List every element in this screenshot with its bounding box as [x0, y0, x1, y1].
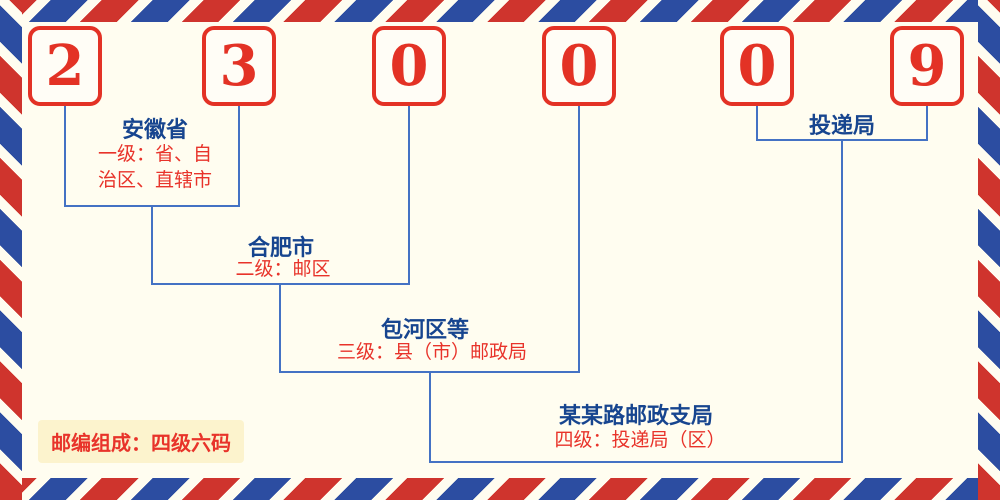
level3-desc: 三级：县（市）邮政局: [336, 342, 528, 363]
envelope-border-bottom: [0, 478, 1000, 500]
envelope-border-top: [0, 0, 1000, 22]
level4-desc: 四级：投递局（区）: [554, 430, 726, 451]
level4-name: 某某路邮政支局: [558, 403, 714, 428]
composition-badge: 邮编组成：四级六码: [38, 420, 244, 463]
digit-box-3: 0: [372, 26, 446, 106]
digit-box-4: 0: [542, 26, 616, 106]
level2-desc: 二级：邮区: [235, 259, 331, 280]
digit-box-6: 9: [890, 26, 964, 106]
level4-connector-line: [429, 140, 843, 463]
delivery-bracket-line: [756, 106, 928, 141]
level1-desc: 一级：省、自 治区、直辖市: [97, 144, 213, 191]
digit-box-5: 0: [720, 26, 794, 106]
envelope-border-left: [0, 0, 22, 500]
digit-box-1: 2: [28, 26, 102, 106]
delivery-bureau-name: 投递局: [808, 113, 876, 138]
level3-name: 包河区等: [380, 317, 470, 342]
level1-name: 安徽省: [121, 117, 189, 142]
envelope-border-right: [978, 0, 1000, 500]
digit-box-2: 3: [202, 26, 276, 106]
level2-name: 合肥市: [247, 235, 315, 260]
